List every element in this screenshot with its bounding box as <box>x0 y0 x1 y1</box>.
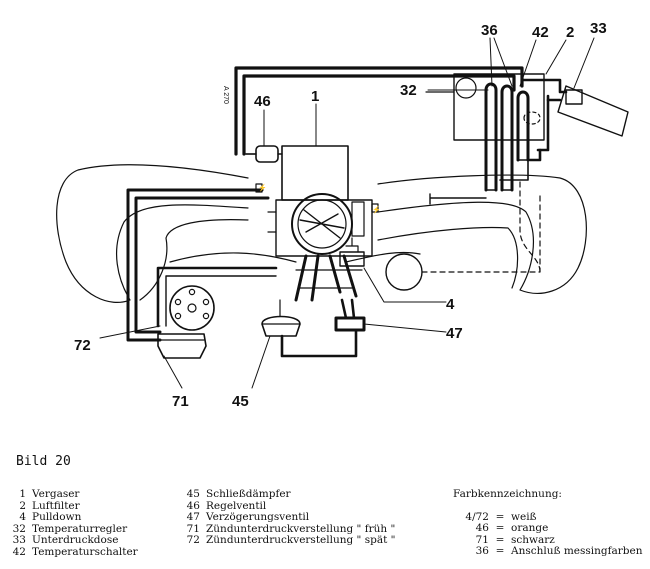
pulldown <box>339 251 365 267</box>
engine-outline-right-inner <box>377 226 519 289</box>
callout-4: 4 <box>446 296 455 313</box>
hose-carb-to-72 <box>156 266 278 328</box>
vacuum-canister <box>385 253 423 291</box>
leader-36b <box>493 37 513 87</box>
color-code-title: Farbkennzeichnung: <box>453 488 562 500</box>
distributor-vacuum-unit <box>157 333 207 359</box>
leader-47 <box>363 323 447 333</box>
vacuum-dose <box>557 85 629 137</box>
engine-lower-curve <box>169 251 421 263</box>
distributor-cap <box>169 285 215 331</box>
delay-valve <box>334 316 366 332</box>
leader-72 <box>99 325 161 339</box>
callout-46: 46 <box>254 93 271 110</box>
leader-42 <box>519 39 537 87</box>
vacuum-hose-diagram: ⚡ ⚡ A 270 1 46 32 36 42 2 33 4 47 72 71 … <box>56 20 629 410</box>
color-code-legend: Farbkennzeichnung: 4/72=weiß 46=orange 7… <box>453 488 643 558</box>
callout-33: 33 <box>590 20 607 37</box>
engine-outline <box>56 164 249 303</box>
leader-33 <box>573 37 595 89</box>
hose-46-to-filter <box>234 66 524 156</box>
callout-71: 71 <box>172 393 189 410</box>
callout-1: 1 <box>311 88 319 105</box>
color-code-item: 46=orange <box>475 522 549 535</box>
callout-45: 45 <box>232 393 249 410</box>
leader-36a <box>489 37 493 87</box>
color-code-item: 36=Anschluß messingfarben <box>475 545 643 558</box>
color-code-item: 71=schwarz <box>475 533 555 546</box>
hose-45 <box>280 328 358 358</box>
air-filter-housing <box>453 73 545 141</box>
callout-32: 32 <box>400 82 417 99</box>
leader-45 <box>251 335 271 389</box>
pulldown-linkage <box>294 254 358 302</box>
side-note: A 270 <box>222 86 229 104</box>
callout-36: 36 <box>481 22 498 39</box>
carburettor-body <box>281 145 349 201</box>
leader-2 <box>545 39 567 75</box>
leader-4 <box>363 267 447 303</box>
engine-outline-right <box>377 174 587 294</box>
svg-text:⚡: ⚡ <box>258 183 267 192</box>
callout-2: 2 <box>566 24 574 41</box>
closing-damper <box>261 315 301 337</box>
callout-47: 47 <box>446 325 463 342</box>
leader-71 <box>163 355 183 389</box>
callout-72: 72 <box>74 337 91 354</box>
figure-label: Bild 20 <box>16 454 71 469</box>
svg-text:⚡: ⚡ <box>372 205 381 214</box>
callout-42: 42 <box>532 24 549 41</box>
engine-outline-inner <box>139 219 249 301</box>
hose-distributor-left <box>126 188 270 342</box>
temperature-regulator-tubes <box>484 82 530 192</box>
regulating-valve <box>255 145 279 163</box>
color-code-item: 4/72=weiß <box>465 510 537 523</box>
